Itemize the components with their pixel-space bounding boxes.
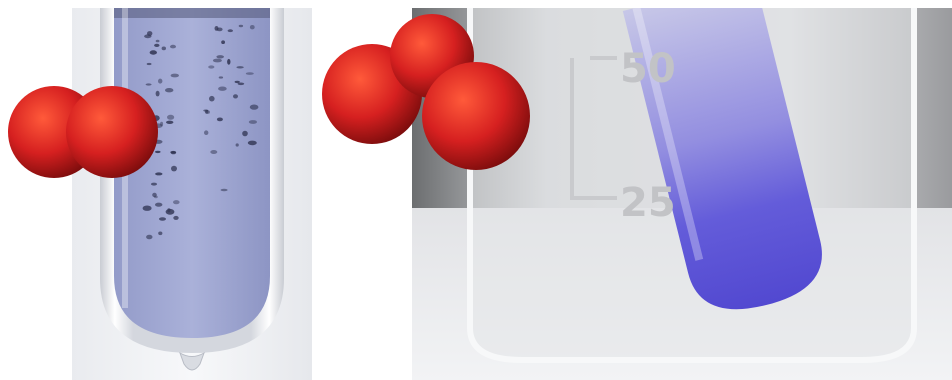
bubble: [155, 90, 160, 97]
bubble: [234, 80, 240, 84]
graduation-marks: [570, 56, 617, 200]
bubble: [146, 62, 152, 66]
bubble: [146, 234, 153, 240]
bubble: [248, 120, 257, 124]
oxygen-atom: [66, 86, 158, 178]
bubble: [249, 25, 255, 30]
liquid-surface: [114, 8, 270, 18]
graduation-label-25: 25: [620, 180, 676, 226]
test-tube-photo: [72, 8, 312, 380]
bubble: [155, 150, 161, 154]
bubble: [155, 39, 160, 43]
bubble: [170, 73, 179, 78]
bubble: [167, 114, 175, 120]
bubble: [204, 130, 209, 135]
bubble: [218, 86, 227, 91]
glass-tip: [179, 351, 205, 371]
bubble: [144, 34, 152, 39]
inner-test-tube: [622, 8, 822, 310]
bubble: [151, 182, 157, 186]
bubble: [227, 58, 231, 65]
bubble: [235, 143, 239, 147]
bubble: [145, 83, 152, 86]
bubble: [167, 208, 171, 213]
bubble: [221, 40, 226, 44]
bubble: [216, 55, 224, 59]
bubble: [247, 140, 257, 146]
oxygen-atom: [422, 62, 530, 170]
bubbles: [142, 24, 259, 240]
bubble: [218, 76, 224, 79]
bubble: [173, 215, 179, 220]
bubble: [154, 43, 160, 48]
bubble: [165, 88, 174, 93]
bubble: [245, 72, 254, 75]
bubble: [233, 94, 238, 99]
bubble: [220, 188, 228, 192]
bubble: [155, 172, 163, 176]
bubble: [209, 95, 215, 102]
bubble: [170, 44, 176, 49]
bubble: [236, 66, 244, 69]
bubble: [142, 205, 152, 211]
bubble: [160, 121, 164, 127]
bubble: [212, 58, 222, 63]
oxygen-molecule: [6, 78, 162, 188]
ozone-molecule: [320, 12, 536, 174]
bubble: [173, 200, 180, 205]
bubble: [171, 165, 177, 172]
bubble: [159, 217, 166, 221]
bubble: [170, 150, 177, 154]
bubble: [227, 29, 233, 33]
bubble: [249, 104, 259, 110]
bubble: [166, 120, 174, 125]
bubble: [158, 231, 163, 236]
bubble: [152, 192, 157, 198]
bubble: [216, 27, 223, 32]
bubble: [216, 117, 223, 122]
bubble: [158, 78, 163, 84]
graduation-label-50: 50: [620, 46, 676, 92]
bubble: [203, 109, 209, 112]
bubble: [149, 50, 157, 55]
bubble: [161, 46, 166, 51]
bubble: [210, 150, 218, 154]
test-tube-illustration: [72, 8, 312, 380]
bubble: [242, 130, 248, 137]
liquid: [114, 8, 270, 338]
bubble: [237, 82, 245, 86]
bubble: [155, 202, 163, 207]
bubble: [238, 24, 244, 28]
bubble: [208, 65, 215, 69]
